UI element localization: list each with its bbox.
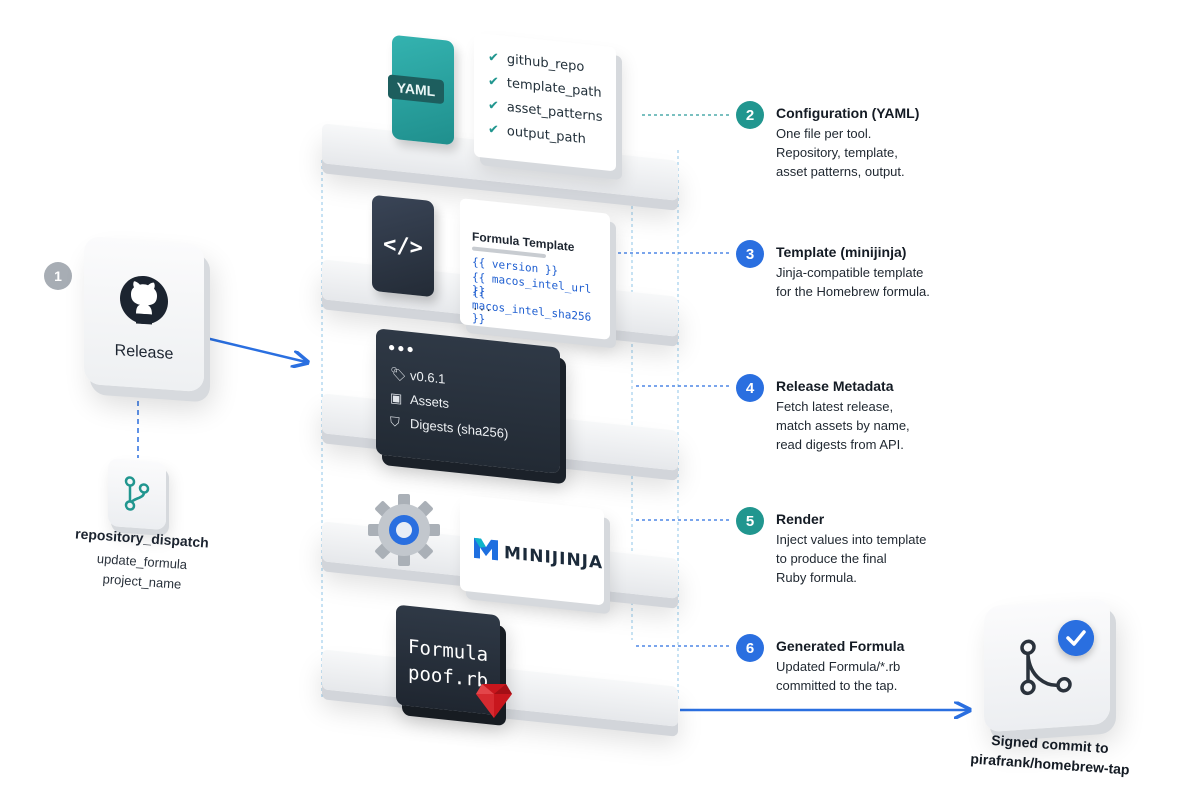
window-dots-icon: ●●● xyxy=(388,339,416,357)
metadata-row: ⛉Digests (sha256) xyxy=(390,413,509,442)
template-code-line: ... xyxy=(472,299,492,315)
step-description-line: read digests from API. xyxy=(776,437,904,452)
step-title: Generated Formula xyxy=(776,638,905,654)
step-title: Render xyxy=(776,511,825,527)
step-description-line: committed to the tap. xyxy=(776,678,898,693)
step-badge-1: 1 xyxy=(44,262,72,290)
step-description-line: Jinja-compatible template xyxy=(776,265,924,280)
checkmark-icon: ✔ xyxy=(488,122,499,139)
minijinja-label: MINIJINJA xyxy=(504,543,604,574)
checkmark-icon: ✔ xyxy=(488,50,499,67)
step-title: Configuration (YAML) xyxy=(776,105,920,121)
verified-check-icon xyxy=(1058,620,1094,656)
step-description-line: Fetch latest release, xyxy=(776,399,894,414)
code-file-icon: </> xyxy=(372,194,434,298)
minijinja-logo-icon xyxy=(474,537,498,561)
package-icon: ▣ xyxy=(390,389,403,407)
step-badge: 4 xyxy=(736,374,764,402)
step-description-line: Updated Formula/*.rb xyxy=(776,659,901,674)
shield-icon: ⛉ xyxy=(390,413,400,430)
config-fields-card: ✔github_repo ✔template_path ✔asset_patte… xyxy=(474,32,616,172)
metadata-row: 🏷v0.6.1 xyxy=(390,365,446,387)
minijinja-card: MINIJINJA xyxy=(460,494,604,606)
config-field: ✔output_path xyxy=(488,122,586,148)
gear-icon xyxy=(368,494,440,566)
tag-icon: 🏷 xyxy=(390,365,407,383)
github-icon xyxy=(120,275,168,325)
step-badge: 5 xyxy=(736,507,764,535)
checkmark-icon: ✔ xyxy=(488,74,499,91)
formula-line: Formula xyxy=(408,635,489,667)
config-field: ✔github_repo xyxy=(488,50,585,76)
checkmark-icon: ✔ xyxy=(488,98,499,115)
step-description-line: match assets by name, xyxy=(776,418,910,433)
config-field: ✔asset_patterns xyxy=(488,98,603,126)
step-badge: 3 xyxy=(736,240,764,268)
step-description-line: Ruby formula. xyxy=(776,570,857,585)
ruby-gem-icon xyxy=(476,684,512,718)
dispatch-card[interactable] xyxy=(108,457,166,531)
release-arrow xyxy=(205,336,306,362)
signed-commit-card[interactable] xyxy=(984,597,1110,733)
release-metadata-terminal: ●●● 🏷v0.6.1 ▣Assets ⛉Digests (sha256) xyxy=(376,328,560,474)
step-badge: 6 xyxy=(736,634,764,662)
release-label: Release xyxy=(114,341,174,364)
yaml-chip: YAML xyxy=(388,74,444,105)
config-field: ✔template_path xyxy=(488,74,602,101)
yaml-file-icon: YAML xyxy=(388,34,454,146)
step-description-line: for the Homebrew formula. xyxy=(776,284,930,299)
metadata-row: ▣Assets xyxy=(390,389,450,412)
branch-icon xyxy=(124,476,150,511)
template-card: Formula Template {{ version }} {{ macos_… xyxy=(460,198,610,340)
step-description-line: Repository, template, xyxy=(776,145,898,160)
step-description-line: to produce the final xyxy=(776,551,887,566)
step-description-line: asset patterns, output. xyxy=(776,164,905,179)
step-description-line: One file per tool. xyxy=(776,126,872,141)
step-badge: 2 xyxy=(736,101,764,129)
git-merge-icon xyxy=(1020,639,1072,696)
step-title: Template (minijinja) xyxy=(776,244,907,260)
release-card[interactable]: Release xyxy=(84,235,204,393)
step-title: Release Metadata xyxy=(776,378,894,394)
step-description-line: Inject values into template xyxy=(776,532,927,547)
